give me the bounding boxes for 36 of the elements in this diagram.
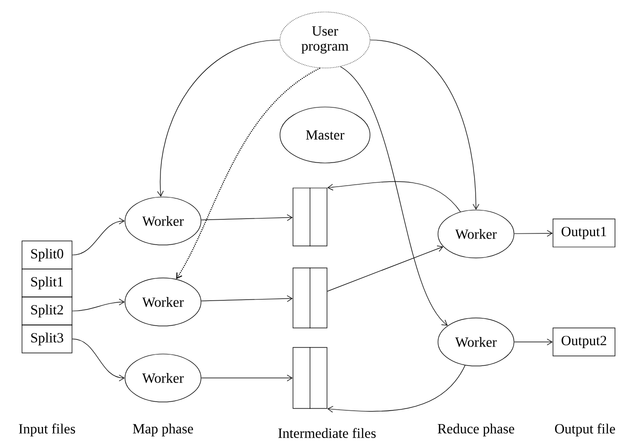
- arrow: [327, 246, 444, 292]
- ellipse-node: Worker: [438, 318, 514, 366]
- stage-label: Output file: [555, 424, 616, 436]
- arrow: [201, 374, 293, 382]
- split-box: Split0: [22, 240, 72, 270]
- ellipse-node: Master: [280, 106, 370, 164]
- ellipse-node: User program: [280, 12, 370, 68]
- ellipse-node: Worker: [124, 354, 202, 402]
- split-box: Split3: [22, 324, 72, 354]
- split-box: Split1: [22, 268, 72, 298]
- arrow: [327, 364, 466, 413]
- file-block: [292, 346, 328, 410]
- ellipse-node: Worker: [124, 196, 202, 246]
- arrow: [327, 181, 461, 212]
- arrow: [72, 298, 125, 312]
- split-box: Split2: [22, 296, 72, 326]
- arrow: [514, 338, 553, 346]
- arrow: [200, 214, 293, 221]
- file-block: [292, 267, 328, 329]
- arrow: [72, 338, 125, 382]
- arrow: [157, 40, 280, 197]
- stage-label: Map phase: [132, 424, 194, 436]
- stage-label: Intermediate files: [278, 428, 376, 438]
- arrow: [72, 218, 125, 256]
- arrow: [340, 66, 448, 326]
- arrow: [176, 68, 321, 280]
- arrow: [200, 295, 293, 302]
- output-box: Output1: [552, 218, 616, 248]
- arrow: [370, 40, 480, 210]
- arrow: [514, 230, 553, 237]
- ellipse-node: Worker: [124, 278, 202, 326]
- ellipse-node: Worker: [438, 210, 514, 258]
- stage-label: Reduce phase: [438, 424, 514, 436]
- stage-label: Input files: [18, 424, 76, 436]
- file-block: [292, 187, 328, 247]
- output-box: Output2: [552, 328, 616, 356]
